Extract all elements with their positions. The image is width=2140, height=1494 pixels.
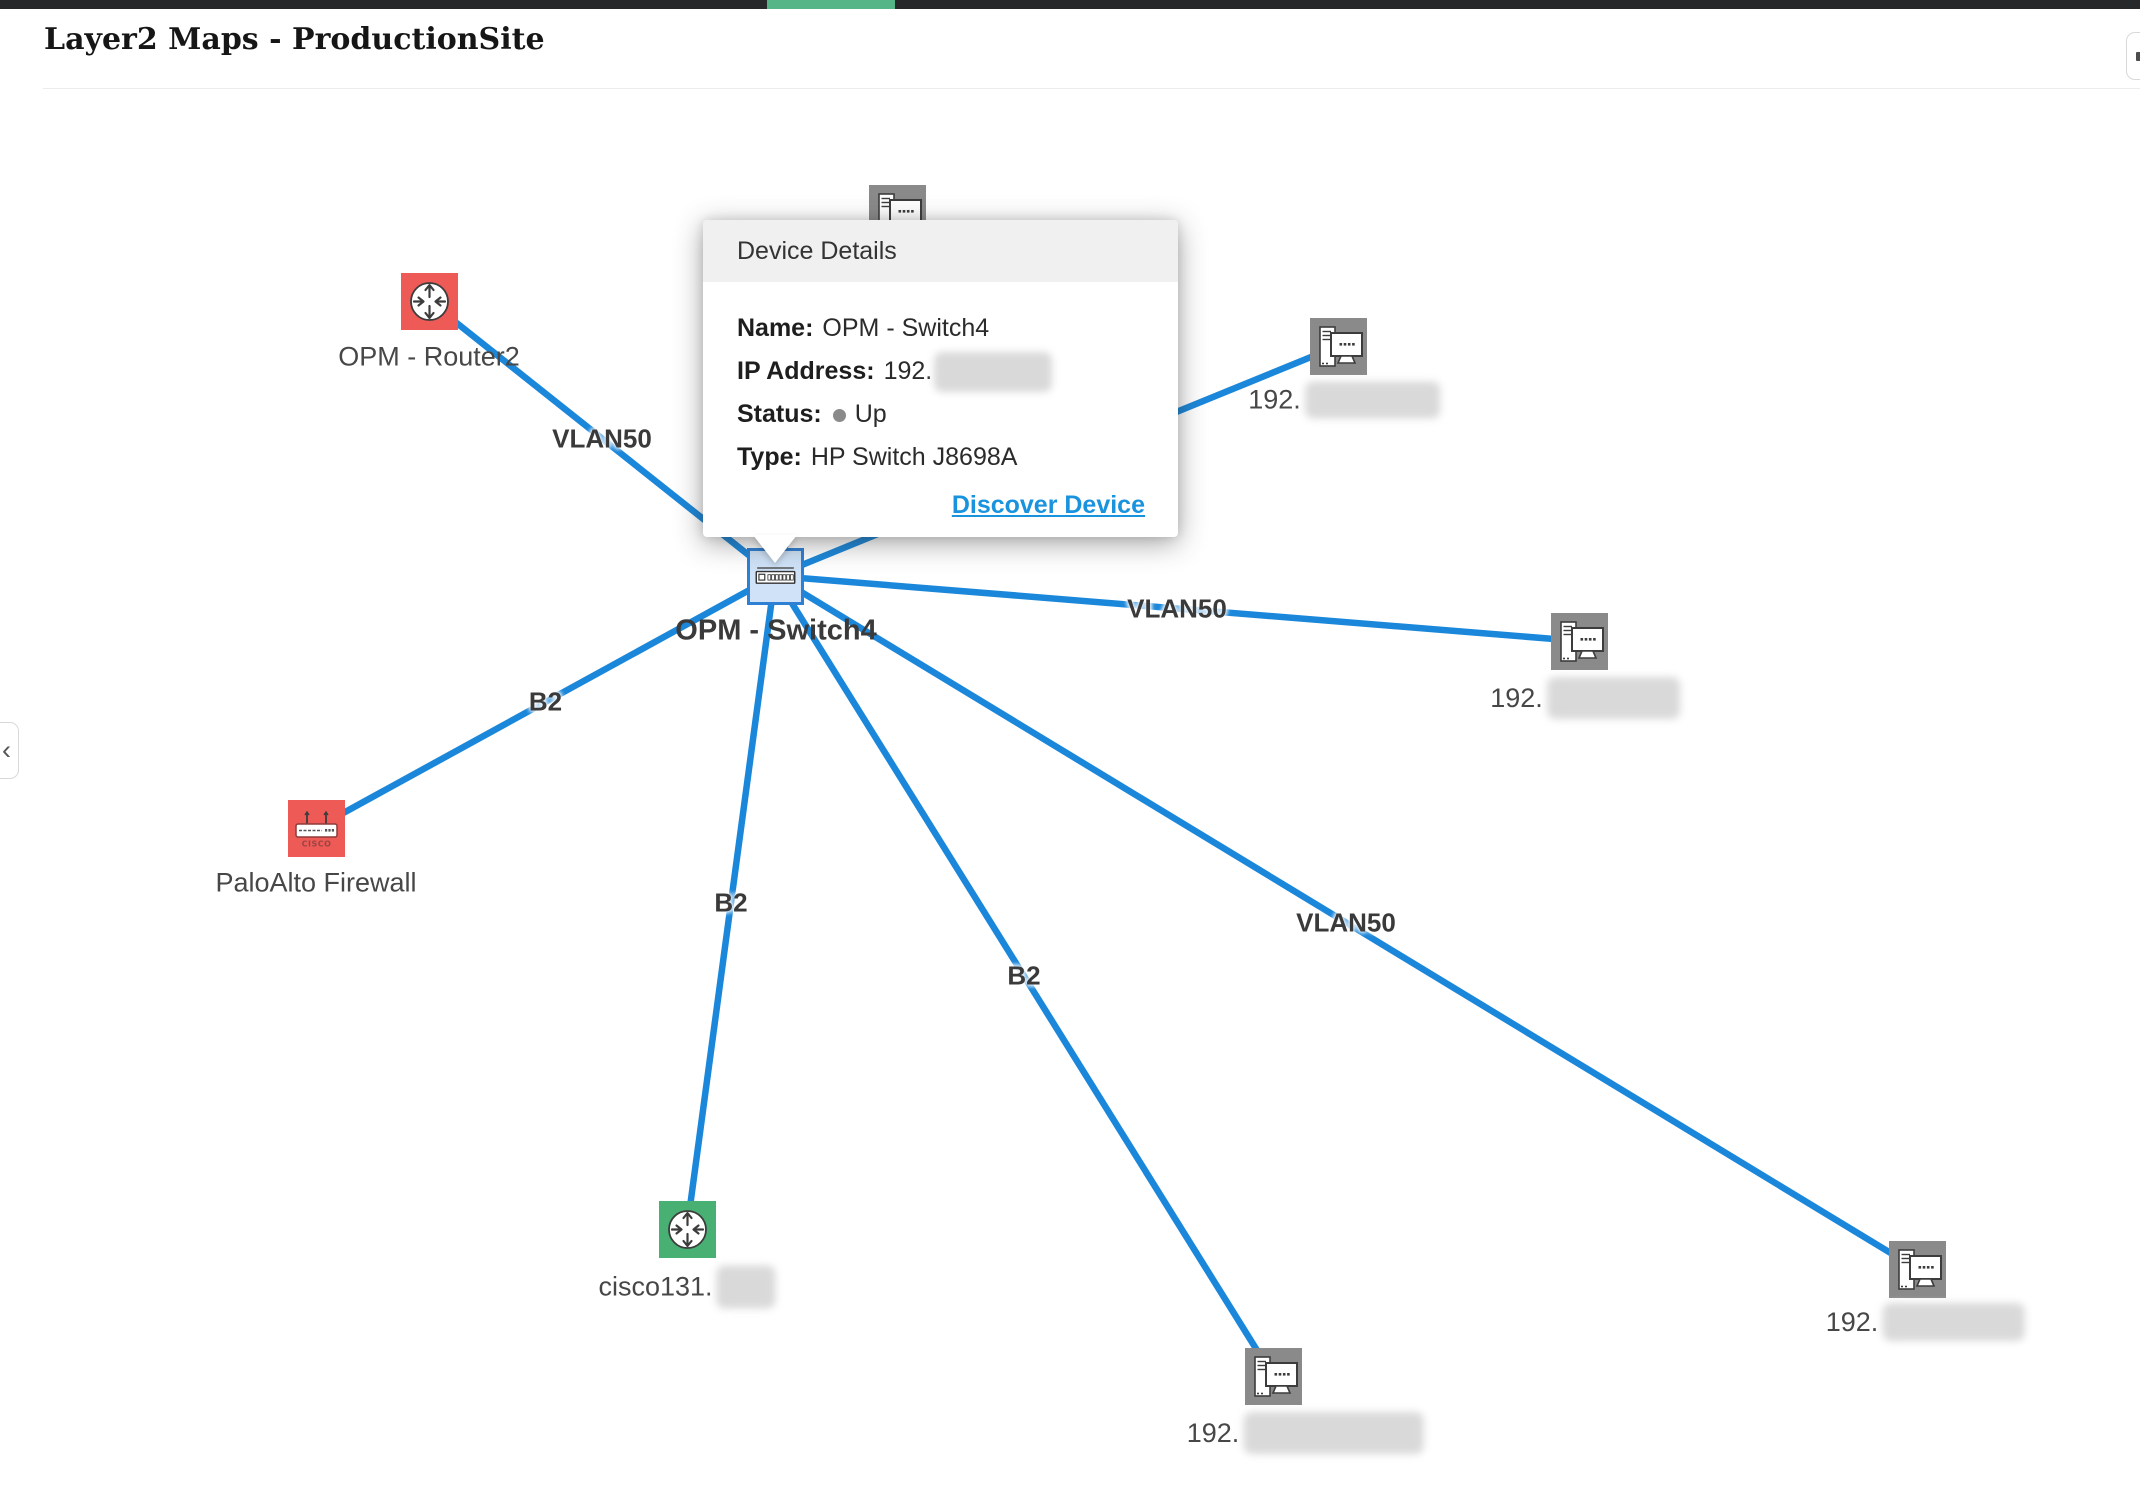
- top-right-button-icon: [2136, 52, 2140, 61]
- node-label-pc-topright: 192.: [1248, 381, 1440, 419]
- svg-text:CISCO: CISCO: [301, 839, 331, 848]
- node-cisco131[interactable]: [658, 1200, 716, 1258]
- node-label-pc-right: 192.: [1490, 677, 1680, 719]
- workstation-icon: [1318, 325, 1363, 367]
- top-bar: [0, 0, 2140, 9]
- redacted-text: [1546, 677, 1680, 719]
- discover-device-link[interactable]: Discover Device: [951, 491, 1145, 519]
- node-label-cisco131: cisco131.: [598, 1265, 776, 1309]
- node-pc-right[interactable]: [1550, 612, 1608, 670]
- redacted-text: [716, 1265, 776, 1309]
- router-icon: [409, 281, 449, 321]
- link-label-switch4-paloalto: B2: [528, 686, 563, 717]
- workstation-icon: [1253, 1355, 1298, 1397]
- node-label-text: cisco131.: [598, 1271, 713, 1302]
- node-label-text: 192.: [1490, 682, 1543, 713]
- link-label-switch4-cisco131: B2: [714, 887, 748, 917]
- node-pc-bottom[interactable]: [1244, 1347, 1302, 1405]
- link-switch4-pc-bottom[interactable]: [772, 574, 1276, 1378]
- field-value: HP Switch J8698A: [810, 443, 1018, 471]
- top-bar-accent: [767, 0, 895, 9]
- switch-icon: [755, 566, 795, 584]
- router-icon: [667, 1209, 707, 1249]
- link-switch4-pc-bottomright[interactable]: [773, 573, 1919, 1272]
- node-label-text: 192.: [1825, 1306, 1879, 1337]
- field-label: Type:: [737, 443, 802, 471]
- field-label: Status:: [737, 400, 822, 428]
- node-label-pc-bottomright: 192.: [1826, 1303, 2025, 1341]
- node-label-text: 192.: [1186, 1417, 1240, 1448]
- node-router2[interactable]: [400, 272, 458, 330]
- node-label-text: PaloAlto Firewall: [215, 867, 417, 898]
- link-switch4-cisco131[interactable]: [683, 575, 779, 1230]
- popup-title: Device Details: [703, 220, 1178, 282]
- link-switch4-paloalto[interactable]: [314, 573, 777, 831]
- node-label-paloalto: PaloAlto Firewall: [215, 868, 416, 899]
- field-value: Up: [854, 400, 887, 428]
- link-switch4-pc-right[interactable]: [774, 572, 1580, 645]
- node-label-switch4: OPM - Switch4: [675, 615, 876, 648]
- link-label-switch4-pc-bottom: B2: [1007, 960, 1041, 991]
- node-label-pc-bottom: 192.: [1187, 1412, 1424, 1454]
- status-dot-icon: [832, 408, 846, 422]
- node-label-text: OPM - Switch4: [675, 614, 877, 647]
- field-label: Name:: [737, 314, 814, 342]
- popup-field-type: Type: HP Switch J8698A: [737, 436, 1145, 479]
- workstation-icon: [1559, 620, 1604, 662]
- node-label-text: OPM - Router2: [338, 341, 520, 372]
- popup-pointer: [753, 535, 797, 563]
- redacted-text: [1304, 381, 1440, 419]
- link-label-switch4-pc-bottomright: VLAN50: [1296, 907, 1396, 937]
- header-divider: [43, 88, 2140, 89]
- top-right-button[interactable]: [2126, 32, 2140, 80]
- redacted-text: [1243, 1412, 1424, 1454]
- chevron-left-icon: ‹: [2, 735, 11, 765]
- page-title: Layer2 Maps - ProductionSite: [44, 22, 545, 57]
- link-label-switch4-pc-right: VLAN50: [1127, 593, 1227, 623]
- node-pc-bottomright[interactable]: [1888, 1240, 1946, 1298]
- field-value: 192.: [883, 357, 933, 385]
- redacted-text: [1882, 1303, 2025, 1341]
- redacted-ip: [934, 352, 1053, 393]
- node-pc-topright[interactable]: [1309, 317, 1367, 375]
- field-value: OPM - Switch4: [822, 314, 990, 342]
- popup-field-name: Name: OPM - Switch4: [737, 307, 1145, 350]
- link-label-switch4-router2: VLAN50: [552, 423, 652, 453]
- node-label-router2: OPM - Router2: [338, 342, 520, 373]
- sidebar-collapse-button[interactable]: ‹: [0, 722, 19, 779]
- field-label: IP Address:: [737, 357, 875, 385]
- device-details-popup: Device Details Name: OPM - Switch4 IP Add…: [703, 220, 1178, 537]
- workstation-icon: [1897, 1248, 1942, 1290]
- node-paloalto[interactable]: CISCO: [287, 799, 345, 857]
- popup-field-ip: IP Address: 192.: [737, 350, 1145, 393]
- popup-field-status: Status: Up: [737, 393, 1145, 436]
- node-label-text: 192.: [1248, 384, 1301, 415]
- firewall-icon: CISCO: [294, 810, 338, 848]
